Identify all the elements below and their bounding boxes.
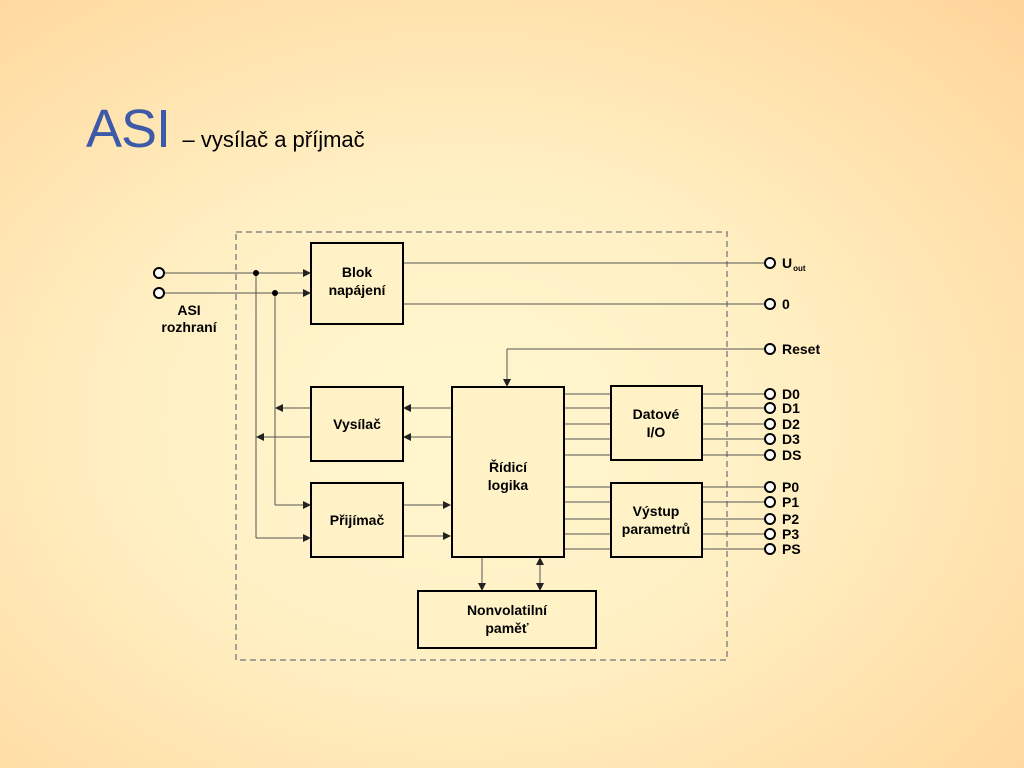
- wires: [165, 262, 764, 591]
- asi-label: ASI: [177, 302, 200, 318]
- junction-dot: [253, 270, 259, 276]
- terminal-d3-label: D3: [782, 431, 800, 447]
- asi-label-2: rozhraní: [161, 319, 217, 335]
- block-data-io-label-1: Datové: [633, 406, 680, 422]
- block-data-io-label-2: I/O: [647, 424, 666, 440]
- terminal-p1-label: P1: [782, 494, 799, 510]
- terminal-zero-label: 0: [782, 296, 790, 312]
- block-power-label-2: napájení: [329, 282, 387, 298]
- terminal-reset: Reset: [764, 341, 820, 357]
- block-control-logic: Řídicí logika: [451, 386, 565, 558]
- data-terminals: D0 D1 D2 D3 DS: [764, 386, 801, 463]
- terminal-ds-label: DS: [782, 447, 801, 463]
- block-logic-label-2: logika: [488, 477, 529, 493]
- block-transmitter: Vysílač: [310, 386, 404, 462]
- block-memory-label-1: Nonvolatilní: [467, 602, 548, 618]
- terminal-d2-label: D2: [782, 416, 800, 432]
- terminal-reset-label: Reset: [782, 341, 820, 357]
- block-param-label-2: parametrů: [622, 521, 690, 537]
- parameter-terminals: P0 P1 P2 P3 PS: [764, 479, 801, 557]
- block-logic-label-1: Řídicí: [489, 458, 528, 475]
- terminal-p0-label: P0: [782, 479, 799, 495]
- block-receiver-label: Přijímač: [330, 512, 385, 528]
- terminal-d0-label: D0: [782, 386, 800, 402]
- title-main: ASI: [86, 99, 171, 159]
- block-parameter-output: Výstup parametrů: [610, 482, 703, 558]
- terminal-u-out: Uout: [764, 255, 806, 273]
- terminal-p2-label: P2: [782, 511, 799, 527]
- slide-title: ASI – vysílač a příjmač: [86, 98, 365, 160]
- junction-dot: [272, 290, 278, 296]
- block-receiver: Přijímač: [310, 482, 404, 558]
- terminal-u-out-label: Uout: [782, 255, 806, 273]
- block-nonvolatile-memory: Nonvolatilní paměť: [417, 590, 597, 649]
- module-boundary: [235, 231, 728, 661]
- title-subtitle: – vysílač a příjmač: [182, 127, 365, 152]
- block-power-label-1: Blok: [342, 264, 373, 280]
- block-power: Blok napájení: [310, 242, 404, 325]
- terminal-d1-label: D1: [782, 400, 800, 416]
- block-param-label-1: Výstup: [633, 503, 680, 519]
- block-data-io: Datové I/O: [610, 385, 703, 461]
- terminal-ps-label: PS: [782, 541, 801, 557]
- terminal-p3-label: P3: [782, 526, 799, 542]
- terminal-zero: 0: [764, 296, 790, 312]
- block-memory-label-2: paměť: [485, 620, 529, 636]
- asi-terminal-1: [153, 267, 165, 279]
- asi-terminal-2: [153, 287, 165, 299]
- block-transmitter-label: Vysílač: [333, 416, 381, 432]
